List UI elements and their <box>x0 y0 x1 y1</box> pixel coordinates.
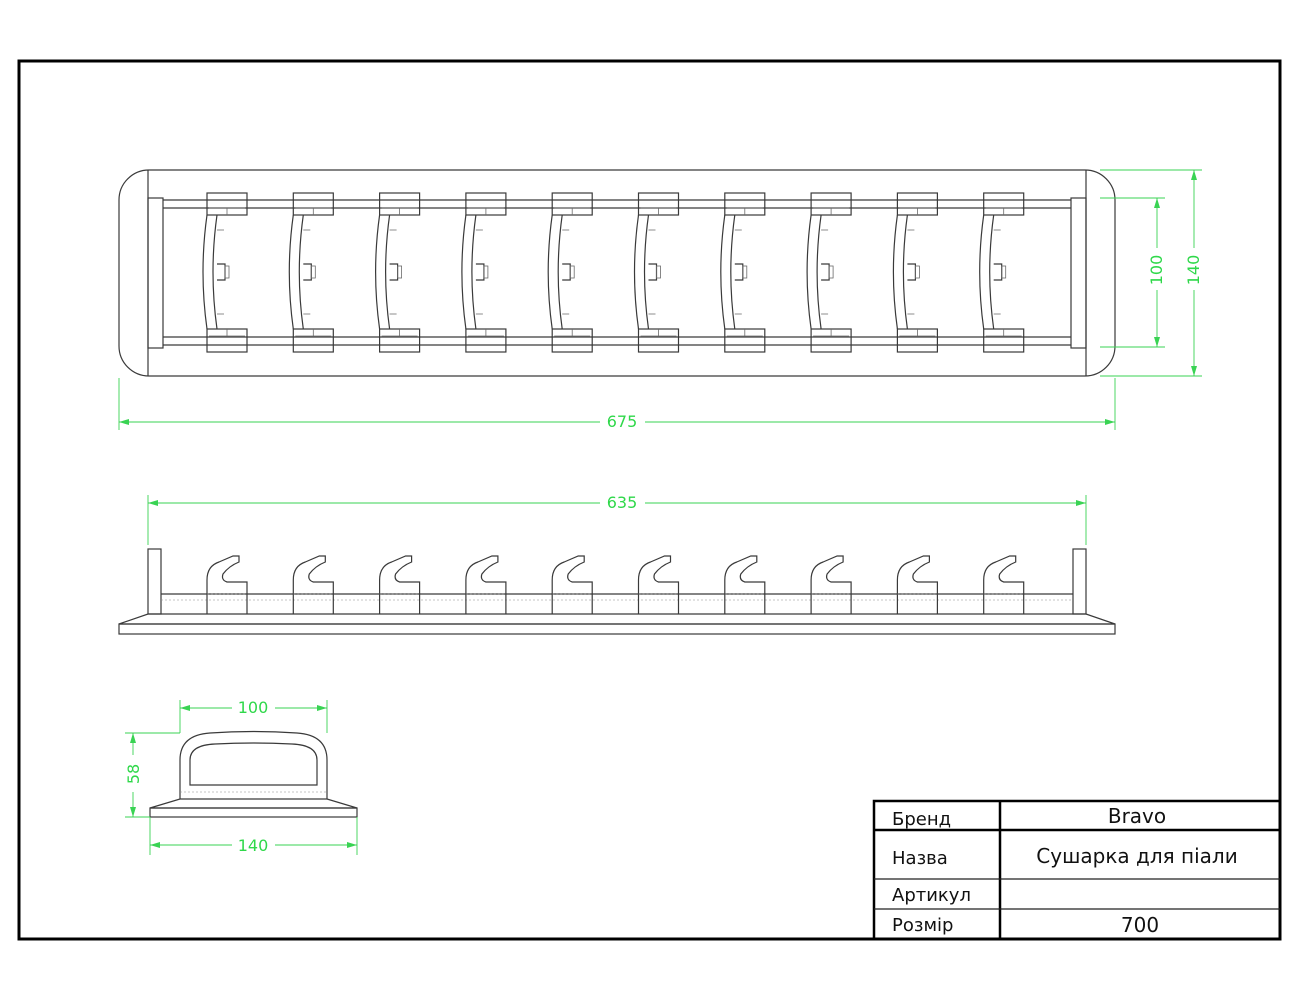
sheet-frame <box>17 59 1282 941</box>
name-label: Назва <box>892 848 948 869</box>
hook-front-1 <box>206 555 248 614</box>
holder-top-9 <box>892 192 939 353</box>
size-value: 700 <box>1121 913 1159 937</box>
dim-side-140-label: 140 <box>238 836 269 855</box>
front-view <box>118 548 1116 635</box>
hook-front-9 <box>896 555 938 614</box>
hook-front-7 <box>724 555 766 614</box>
side-view-base <box>149 807 358 818</box>
side-view-dimensions: 100 140 58 <box>124 698 358 855</box>
dim-100-label: 100 <box>1147 255 1166 286</box>
holder-top-2 <box>288 192 334 353</box>
holder-top-4 <box>461 192 507 353</box>
top-view-holders <box>202 192 1025 353</box>
dim-635-label: 635 <box>607 493 638 512</box>
name-value: Сушарка для піали <box>1036 844 1237 868</box>
size-label: Розмір <box>892 915 953 936</box>
brand-value: Bravo <box>1108 804 1166 828</box>
holder-top-10 <box>979 192 1025 353</box>
top-view-base-outline <box>118 169 1116 377</box>
hook-front-10 <box>983 555 1025 614</box>
holder-top-5 <box>547 192 593 353</box>
dim-140-label: 140 <box>1184 255 1203 286</box>
holder-top-7 <box>720 192 766 353</box>
top-view <box>118 169 1116 377</box>
holder-top-8 <box>806 192 852 353</box>
brand-label: Бренд <box>892 809 951 830</box>
front-view-dimensions: 635 <box>147 493 1087 545</box>
holder-top-1 <box>202 192 248 353</box>
dim-side-58-label: 58 <box>124 764 143 784</box>
side-view <box>149 730 358 818</box>
article-label: Артикул <box>892 885 971 906</box>
hook-front-8 <box>810 555 852 614</box>
dim-side-100-label: 100 <box>238 698 269 717</box>
hook-front-6 <box>637 555 680 614</box>
top-view-dimensions: 675 100 140 <box>118 169 1203 431</box>
holder-top-6 <box>633 192 680 353</box>
holder-top-3 <box>375 192 421 353</box>
hook-front-4 <box>465 555 507 614</box>
side-view-arch-outer <box>179 730 328 799</box>
title-block: Бренд Bravo Назва Сушарка для піали Арти… <box>872 799 1282 941</box>
front-view-base <box>118 623 1116 635</box>
front-view-hooks <box>206 555 1025 614</box>
side-view-arch-inner <box>189 742 318 786</box>
hook-front-2 <box>292 555 334 614</box>
dim-675-label: 675 <box>607 412 638 431</box>
hook-front-3 <box>379 555 421 614</box>
hook-front-5 <box>551 555 593 614</box>
